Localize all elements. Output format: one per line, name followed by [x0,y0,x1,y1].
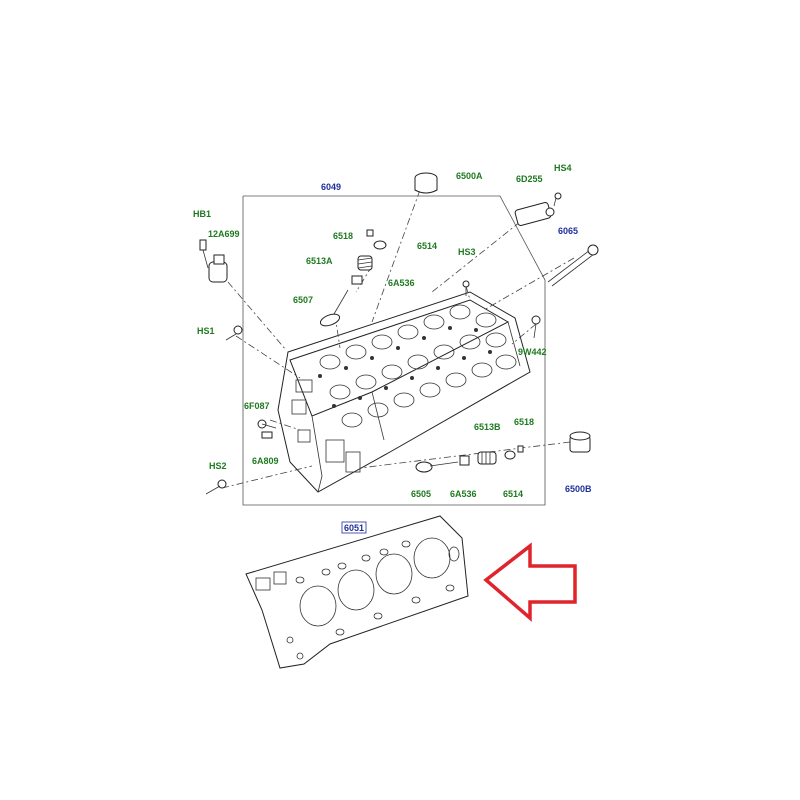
leader-lines [221,189,575,489]
label-6051: 6051 [344,523,364,533]
part-6f087 [257,419,277,429]
label-6a536-bottom: 6A536 [450,489,477,499]
part-6065-bolt [547,244,599,287]
label-12a699: 12A699 [208,229,240,239]
label-6513a: 6513A [306,256,333,266]
label-6505: 6505 [411,489,431,499]
part-6514-top [373,240,387,250]
part-6518-bottom [517,445,524,453]
label-hs1: HS1 [197,326,215,336]
part-hs1-screw [225,325,243,341]
label-9w442: 9W442 [518,347,547,357]
label-6500b: 6500B [565,484,592,494]
part-6a536-top [351,275,363,285]
part-6a536-bottom [459,455,470,466]
part-hs4-screw [553,192,562,207]
part-6507-valve [319,289,349,327]
label-hs2: HS2 [209,461,227,471]
cylinder-head [277,291,531,493]
label-6507: 6507 [293,295,313,305]
part-6505-valve [415,461,459,473]
label-6f087: 6F087 [244,401,270,411]
part-6500b-tappet [569,431,591,453]
label-6049: 6049 [321,182,341,192]
part-6514-bottom [504,450,516,460]
label-hs4: HS4 [554,163,572,173]
part-6d255 [514,202,555,226]
label-6513b: 6513B [474,422,501,432]
assembly-frame-6049 [242,195,546,506]
head-gasket-6051 [245,515,469,669]
label-6065: 6065 [558,226,578,236]
label-6a536-top: 6A536 [388,278,415,288]
label-6500a: 6500A [456,171,483,181]
label-hb1: HB1 [193,209,211,219]
label-6518-top: 6518 [333,231,353,241]
part-6500a-tappet [414,172,438,194]
label-6514-bottom: 6514 [503,489,523,499]
part-9w442 [531,315,541,339]
label-hs3: HS3 [458,247,476,257]
part-6513a-spring [357,255,373,271]
label-6514-top: 6514 [417,241,437,251]
part-hb1-bolt [199,239,209,269]
part-6a809 [261,431,273,439]
label-6d255: 6D255 [516,174,543,184]
label-6a809: 6A809 [252,456,279,466]
part-6518-top [366,229,374,237]
part-hs3-screw [462,280,470,296]
label-6518-bottom: 6518 [514,417,534,427]
part-12a699-sensor [208,254,228,283]
highlight-arrow [483,542,577,622]
label-6051-box: 6051 [341,521,367,534]
part-6513b-spring [477,451,497,465]
part-hs2-screw [205,479,227,495]
